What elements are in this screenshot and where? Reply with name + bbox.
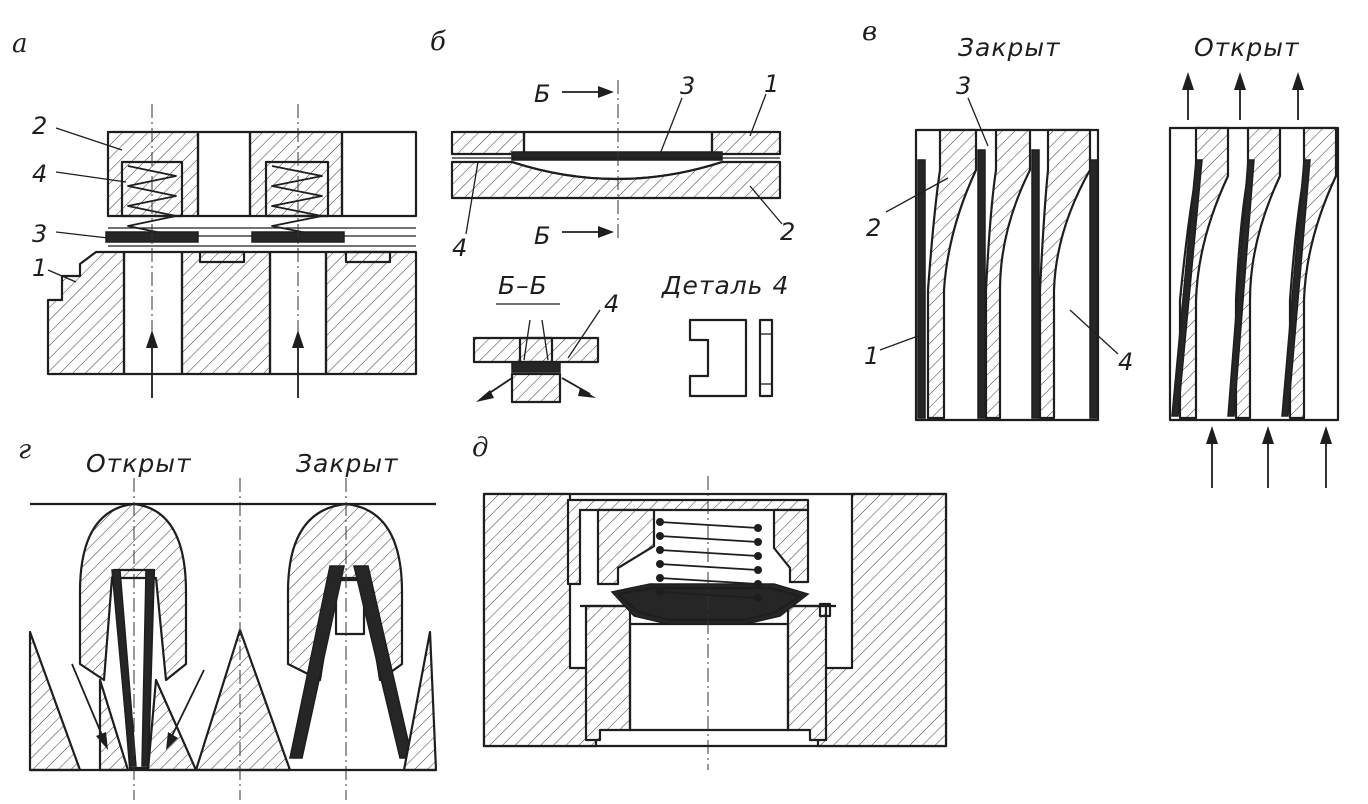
panel-a-letter: а xyxy=(12,29,28,59)
panel-b-assembly xyxy=(450,130,782,200)
panel-a-label-1: 1 xyxy=(32,254,47,282)
panel-g-guard-open xyxy=(78,502,188,770)
panel-b-section-line xyxy=(562,80,619,240)
panel-v-label-1: 1 xyxy=(864,342,879,370)
panel-a-guard xyxy=(106,130,418,218)
panel-d-plate xyxy=(610,583,810,625)
panel-b-section-view xyxy=(472,309,601,404)
panel-g-state-open: Открыт xyxy=(86,449,192,478)
panel-v: в Закрыт Открыт xyxy=(862,17,1340,488)
panel-v-label-2: 2 xyxy=(866,214,881,242)
panel-a-label-4: 4 xyxy=(32,160,47,188)
panel-d-letter: д xyxy=(472,433,488,463)
panel-b-detail-title: Деталь 4 xyxy=(661,271,789,300)
panel-b-label-3: 3 xyxy=(680,72,695,100)
panel-v-leaders xyxy=(879,97,1119,355)
panel-v-letter: в xyxy=(862,17,877,47)
panel-g-state-closed: Закрыт xyxy=(296,449,399,478)
panel-g: г Открыт Закрыт xyxy=(18,435,438,800)
panel-b-section-label-4: 4 xyxy=(604,290,619,318)
panel-v-label-4: 4 xyxy=(1118,348,1133,376)
panel-b-detail-part xyxy=(688,318,774,398)
panel-a-label-2: 2 xyxy=(32,112,47,140)
panel-b-letter: б xyxy=(430,27,446,57)
panel-a-flow-arrows xyxy=(146,330,304,398)
panel-v-state-closed: Закрыт xyxy=(958,33,1061,62)
panel-v-open-block xyxy=(1168,126,1340,422)
panel-v-closed-block xyxy=(914,128,1100,422)
panel-b-leaders xyxy=(465,93,783,235)
panel-a: а xyxy=(12,29,418,398)
panel-v-flow-arrows xyxy=(1182,72,1332,488)
panel-b-label-4: 4 xyxy=(452,234,467,262)
panel-b-section-title: Б–Б xyxy=(498,271,548,300)
panel-g-letter: г xyxy=(18,435,31,465)
panel-d: д xyxy=(472,433,948,770)
panel-b-section-mark-bottom: Б xyxy=(534,222,550,250)
panel-g-guard-closed xyxy=(286,502,413,759)
panel-d-body xyxy=(482,492,948,748)
panel-a-leaders xyxy=(47,127,127,283)
panel-a-seat xyxy=(46,250,418,376)
panel-b-label-1: 1 xyxy=(764,70,779,98)
panel-b-label-2: 2 xyxy=(780,218,795,246)
panel-d-spring xyxy=(656,518,762,602)
panel-b-section-mark-top: Б xyxy=(534,80,550,108)
panel-v-label-3: 3 xyxy=(956,72,971,100)
panel-b: б Б Б 3 1 4 2 Б– xyxy=(430,27,795,404)
panel-v-state-open: Открыт xyxy=(1194,33,1300,62)
panel-g-flow-arrows xyxy=(71,663,205,750)
panel-a-label-3: 3 xyxy=(32,220,47,248)
